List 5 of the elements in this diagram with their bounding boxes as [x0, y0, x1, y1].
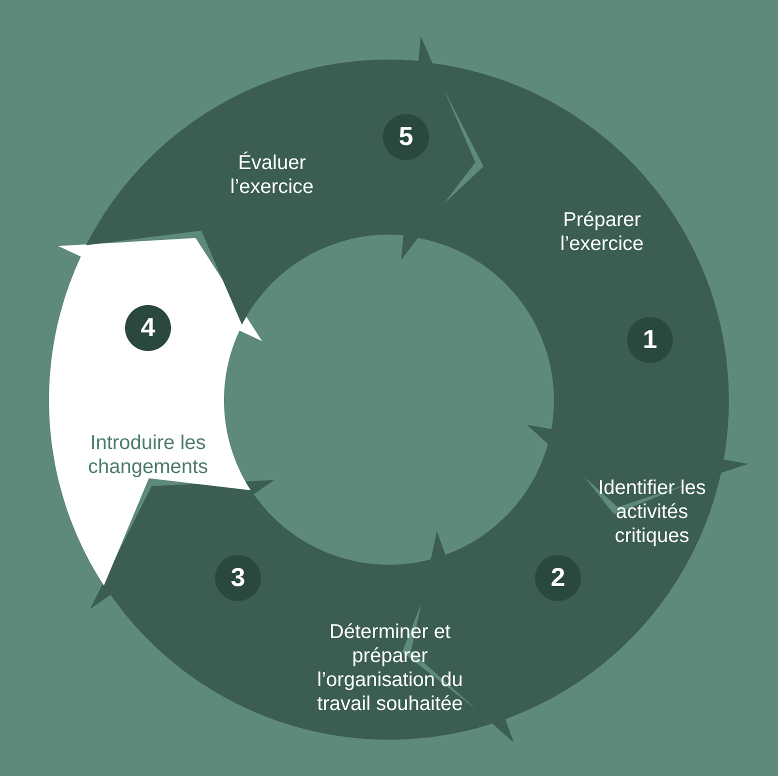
step-label: Introduire les changements	[86, 430, 210, 479]
step-label: Préparer l’exercice	[559, 208, 645, 256]
step-label: Identifier les activités critiques	[597, 476, 707, 548]
step-label: Évaluer l’exercice	[229, 150, 315, 199]
step-label: Déterminer et préparer l’organisation du travail souhaitée	[316, 620, 464, 716]
